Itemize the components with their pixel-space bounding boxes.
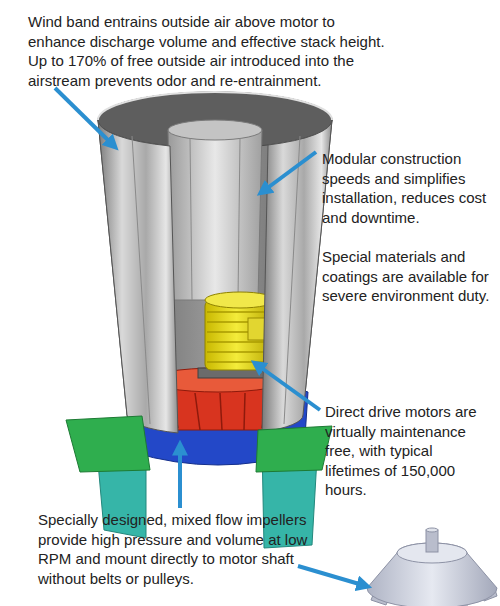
nozzle-seam: [238, 138, 240, 300]
impeller-blade: [220, 393, 222, 430]
callout-text: Wind band entrains outside air above mot…: [28, 12, 386, 90]
motor-fin: [207, 341, 273, 343]
impeller-hub: [426, 530, 438, 552]
callout-text: Direct drive motors are virtually mainte…: [325, 402, 485, 500]
leader-arrow: [262, 152, 316, 192]
motor-fin: [207, 351, 273, 353]
callout-text: Modular construction speeds and simplifi…: [322, 149, 500, 227]
callout-text: Specially designed, mixed flow impellers…: [38, 510, 323, 588]
impeller-hub-cap: [426, 528, 438, 532]
wind-band-rim: [98, 92, 332, 120]
panel-seam: [132, 136, 150, 424]
leader-arrow: [256, 364, 320, 410]
mounting-flange: [66, 416, 150, 472]
wind-band-interior: [98, 92, 332, 435]
nozzle-seam: [190, 138, 192, 300]
mounting-flange: [256, 426, 332, 472]
callout-text: Special materials and coatings are avail…: [322, 247, 500, 306]
impeller-blade: [244, 393, 245, 430]
nozzle-rim: [168, 120, 262, 140]
wind-band-panel: [98, 120, 178, 433]
leader-arrow: [178, 446, 182, 508]
wind-band-panel: [262, 120, 332, 432]
leader-arrow: [298, 566, 366, 586]
motor-fin: [207, 311, 273, 313]
inner-nozzle: [168, 130, 262, 300]
impeller-blade: [195, 393, 200, 430]
panel-seam: [284, 136, 300, 424]
leader-arrow: [55, 88, 114, 146]
